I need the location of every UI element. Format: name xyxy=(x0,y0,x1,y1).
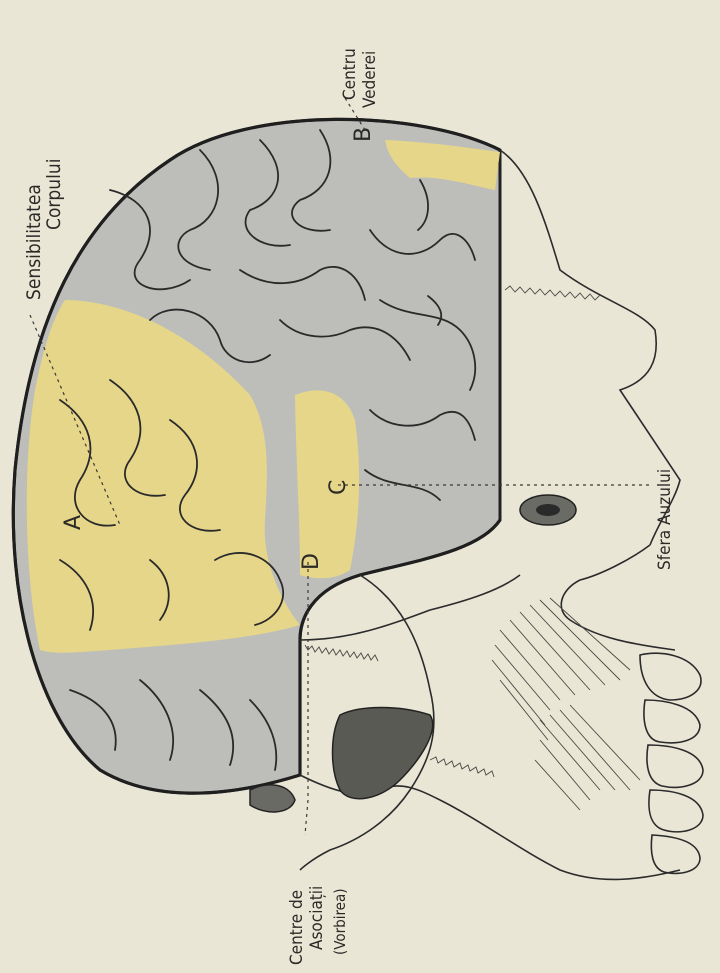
label-centru-line1: Centru xyxy=(340,48,360,100)
brain xyxy=(13,119,500,812)
label-centre-asociatii: Centre de Asociații (Vorbirea) xyxy=(287,886,349,965)
label-sfera: Sfera Auzului xyxy=(655,469,675,570)
label-sfera-auzului: Sfera Auzului xyxy=(655,469,675,570)
marker-d: D xyxy=(299,553,324,570)
teeth xyxy=(640,653,703,873)
suture-lines xyxy=(505,286,600,300)
label-centru-line2: Vederei xyxy=(360,51,380,108)
occipital-outline xyxy=(500,150,680,545)
marker-b: B xyxy=(351,127,376,142)
marker-c: C xyxy=(326,480,351,495)
temporal-cavity xyxy=(333,708,433,799)
label-centru-vederei: Centru Vederei xyxy=(340,48,380,108)
label-centre-line2: Asociații xyxy=(307,886,327,950)
label-centre-line3: (Vorbirea) xyxy=(331,888,349,955)
label-sensibilitatea-line2: Corpului xyxy=(43,159,65,230)
label-sensibilitatea-line1: Sensibilitatea xyxy=(23,184,45,300)
label-centre-line1: Centre de xyxy=(287,890,307,965)
label-sensibilitatea: Sensibilitatea Corpului xyxy=(23,159,65,300)
marker-a: A xyxy=(61,515,86,530)
maxilla-outline xyxy=(440,800,680,879)
frontal-sinus xyxy=(250,785,295,812)
hatched-jaw xyxy=(492,598,640,810)
